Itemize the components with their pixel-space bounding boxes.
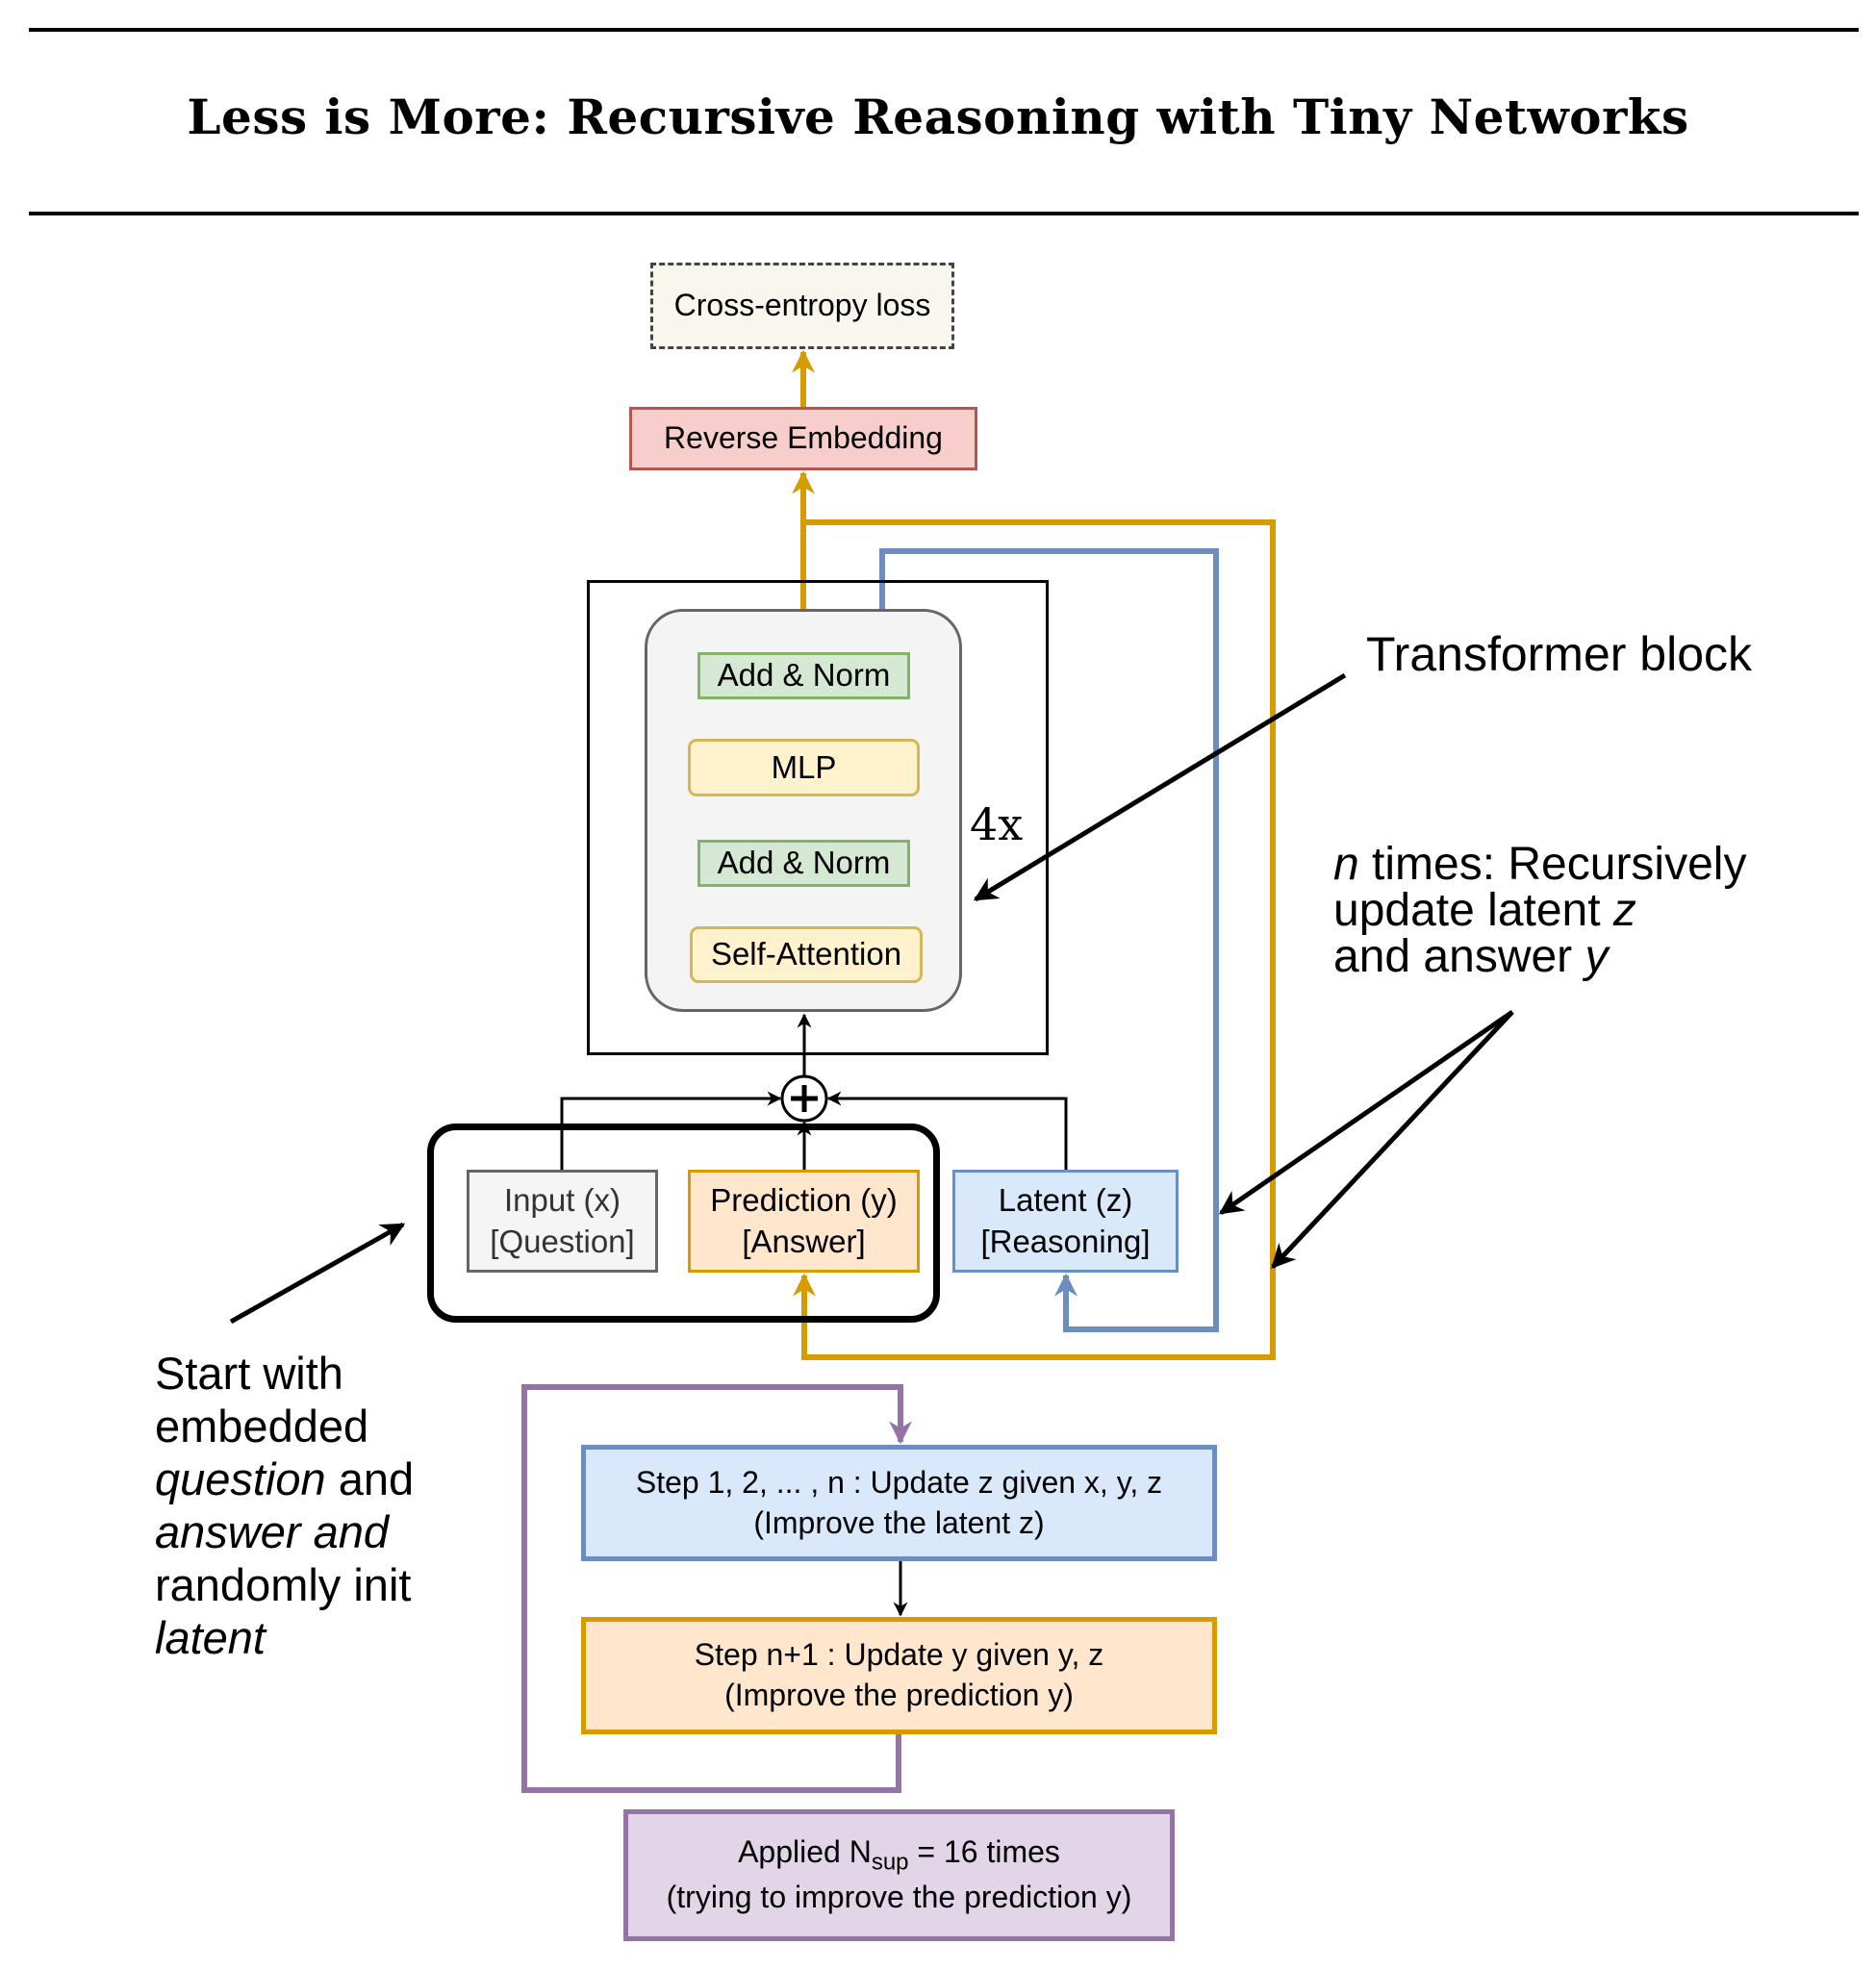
- start-with-annotation: Start with embedded question and answer …: [155, 1347, 414, 1664]
- latent-loop-path: [879, 548, 1219, 1332]
- add-norm-bottom-layer: Add & Norm: [697, 840, 910, 887]
- n-times-arrow-latent: [1218, 1009, 1514, 1216]
- applied-label: Applied Nsup = 16 times: [738, 1832, 1060, 1878]
- applied-prefix: Applied N: [738, 1834, 872, 1870]
- step-update-prediction-box: Step n+1 : Update y given y, z (Improve …: [581, 1617, 1217, 1734]
- n-var: n: [1333, 839, 1359, 890]
- input-to-sum-path: [560, 1091, 782, 1170]
- applied-sublabel: (trying to improve the prediction y): [666, 1879, 1132, 1914]
- reverse-embedding-box: Reverse Embedding: [629, 407, 977, 470]
- self-attention-layer: Self-Attention: [690, 926, 923, 983]
- start-line3-rest: and: [325, 1453, 415, 1504]
- cross-entropy-loss-box: Cross-entropy loss: [650, 263, 954, 349]
- embedded-inputs-group: [427, 1124, 940, 1323]
- mlp-label: MLP: [771, 748, 837, 785]
- transformer-outer-frame: [587, 580, 1049, 1055]
- n-times-line2: update latent: [1333, 885, 1613, 936]
- start-line4: answer and: [155, 1506, 389, 1557]
- step2-label: Step n+1 : Update y given y, z: [694, 1637, 1104, 1673]
- latent-z-label: Latent (z): [998, 1181, 1133, 1218]
- step1-label: Step 1, 2, ... , n : Update z given x, y…: [635, 1464, 1163, 1500]
- z-var: z: [1612, 885, 1636, 936]
- start-line5: randomly init: [155, 1559, 412, 1610]
- add-norm-bottom-label: Add & Norm: [717, 845, 891, 881]
- step1-sublabel: (Improve the latent z): [753, 1504, 1045, 1540]
- input-x-label: Input (x): [503, 1181, 621, 1218]
- step2-sublabel: (Improve the prediction y): [724, 1678, 1074, 1712]
- input-x-sublabel: [Question]: [490, 1223, 635, 1259]
- n-times-line3: and answer: [1333, 931, 1585, 982]
- add-norm-top-label: Add & Norm: [717, 657, 891, 694]
- prediction-y-sublabel: [Answer]: [742, 1223, 866, 1259]
- applied-suffix: = 16 times: [908, 1834, 1060, 1870]
- start-line2: embedded: [155, 1401, 369, 1452]
- self-attention-label: Self-Attention: [710, 936, 902, 972]
- start-line1: Start with: [155, 1348, 343, 1399]
- latent-to-sum-path: [826, 1091, 1068, 1170]
- step-update-latent-box: Step 1, 2, ... , n : Update z given x, y…: [581, 1445, 1217, 1561]
- start-line3-italic: question: [155, 1453, 326, 1504]
- n-times-line1: times: Recursively: [1358, 839, 1747, 890]
- input-x-box: Input (x) [Question]: [467, 1170, 658, 1273]
- transformer-annotation-arrow: [973, 672, 1347, 902]
- prediction-y-box: Prediction (y) [Answer]: [688, 1170, 920, 1273]
- top-rule: [29, 28, 1859, 32]
- start-line6: latent: [155, 1612, 266, 1663]
- applied-subscript: sup: [871, 1849, 909, 1876]
- applied-nsup-box: Applied Nsup = 16 times (trying to impro…: [623, 1809, 1175, 1941]
- add-norm-top-layer: Add & Norm: [697, 652, 910, 699]
- bottom-rule: [29, 212, 1859, 215]
- supervision-loop-path: [521, 1384, 912, 1793]
- cross-entropy-loss-label: Cross-entropy loss: [673, 288, 931, 323]
- page-title: Less is More: Recursive Reasoning with T…: [187, 88, 1689, 145]
- repeat-count-label: 4x: [970, 798, 1024, 850]
- prediction-y-label: Prediction (y): [710, 1181, 898, 1218]
- n-times-arrow-answer: [1271, 1010, 1514, 1269]
- y-var: y: [1584, 931, 1609, 982]
- transformer-block-annotation: Transformer block: [1366, 627, 1753, 681]
- mlp-layer: MLP: [688, 739, 920, 796]
- answer-loop-path: [793, 519, 1276, 1360]
- latent-z-sublabel: [Reasoning]: [980, 1223, 1151, 1259]
- reverse-embedding-label: Reverse Embedding: [664, 420, 943, 456]
- sum-node-icon: [780, 1074, 828, 1123]
- n-times-annotation: n times: Recursively update latent z and…: [1333, 842, 1746, 980]
- start-annotation-arrow: [229, 1222, 406, 1325]
- latent-z-box: Latent (z) [Reasoning]: [952, 1170, 1179, 1273]
